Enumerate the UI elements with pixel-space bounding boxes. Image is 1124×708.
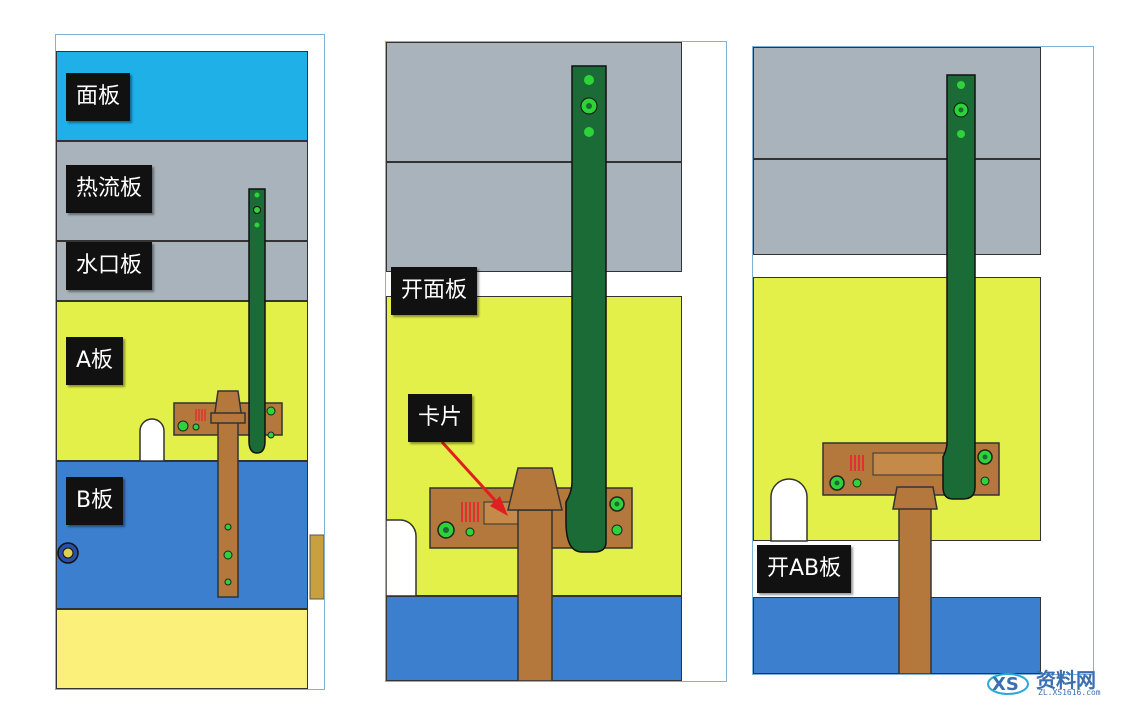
gray-plate-upper	[753, 47, 1041, 159]
brass-fitting	[309, 534, 324, 600]
watermark-logo-icon: XS	[987, 673, 1029, 695]
label-a-plate: A板	[66, 337, 124, 385]
screw-core	[834, 480, 840, 486]
screw-icon	[254, 192, 260, 198]
panel2-mechanism	[386, 65, 633, 681]
watermark: XS 资料网 ZL.XS1616.com	[986, 662, 1116, 702]
label-runner-plate: 水口板	[66, 242, 153, 290]
screw-icon	[267, 431, 275, 439]
screw-icon	[611, 524, 623, 536]
puller-rod	[898, 492, 932, 674]
watermark-text: 资料网	[1036, 668, 1096, 692]
screw-icon	[266, 406, 276, 416]
screw-core	[958, 107, 964, 113]
panel-closed-mold: 面板 热流板 水口板 A板 B板	[55, 34, 325, 690]
label-hot-runner-plate: 热流板	[66, 165, 153, 213]
puller-rod	[217, 414, 239, 598]
latch-pointer-arrow	[440, 440, 504, 510]
label-open-ab-plate: 开AB板	[757, 545, 852, 593]
latch-spring	[461, 502, 479, 522]
screw-icon	[465, 527, 475, 537]
screw-icon	[254, 222, 260, 228]
screw-icon	[224, 523, 232, 531]
screw-icon	[584, 75, 594, 85]
label-open-face-plate: 开面板	[391, 267, 478, 315]
gray-plate-lower	[753, 159, 1041, 255]
label-face-plate: 面板	[66, 73, 131, 121]
screw-icon	[253, 206, 261, 214]
panel3-mechanism	[770, 74, 1000, 674]
screw-icon	[224, 578, 232, 586]
label-latch: 卡片	[408, 394, 473, 442]
latch-spring	[850, 455, 864, 471]
panel-open-ab-plate: 开AB板	[752, 46, 1094, 675]
screw-icon	[957, 130, 965, 138]
a-plate-pocket	[770, 478, 808, 542]
screw-icon	[584, 127, 594, 137]
green-pull-bar	[565, 65, 607, 553]
puller-rod-head	[507, 467, 563, 511]
green-pull-bar	[942, 74, 976, 500]
green-pull-bar	[248, 188, 266, 454]
gray-plate-upper	[386, 42, 682, 162]
panel1-mechanism	[57, 188, 324, 600]
rod-collar	[210, 412, 246, 424]
label-b-plate: B板	[66, 477, 124, 525]
bottom-plate	[56, 609, 308, 689]
a-plate-pocket	[139, 418, 165, 462]
b-plate	[753, 597, 1041, 674]
gray-plate-lower	[386, 162, 682, 272]
svg-text:XS: XS	[992, 674, 1019, 695]
screw-icon	[223, 550, 233, 560]
screw-core	[443, 527, 449, 533]
latch-slider	[872, 452, 946, 476]
cooling-fitting-core	[62, 547, 74, 559]
screw-icon	[957, 81, 965, 89]
screw-core	[982, 454, 988, 460]
panel-open-face-plate: 开面板 卡片	[385, 41, 727, 682]
watermark-url: ZL.XS1616.com	[1038, 688, 1101, 697]
screw-core	[614, 501, 620, 507]
screw-icon	[980, 476, 990, 486]
latch-spring	[195, 409, 206, 421]
screw-icon	[192, 423, 200, 431]
a-plate-pocket	[386, 519, 417, 597]
screw-core	[586, 103, 592, 109]
screw-icon	[177, 420, 189, 432]
arrow-head-icon	[490, 496, 508, 516]
screw-icon	[852, 478, 862, 488]
puller-rod	[517, 509, 553, 681]
puller-rod-head	[892, 486, 938, 510]
